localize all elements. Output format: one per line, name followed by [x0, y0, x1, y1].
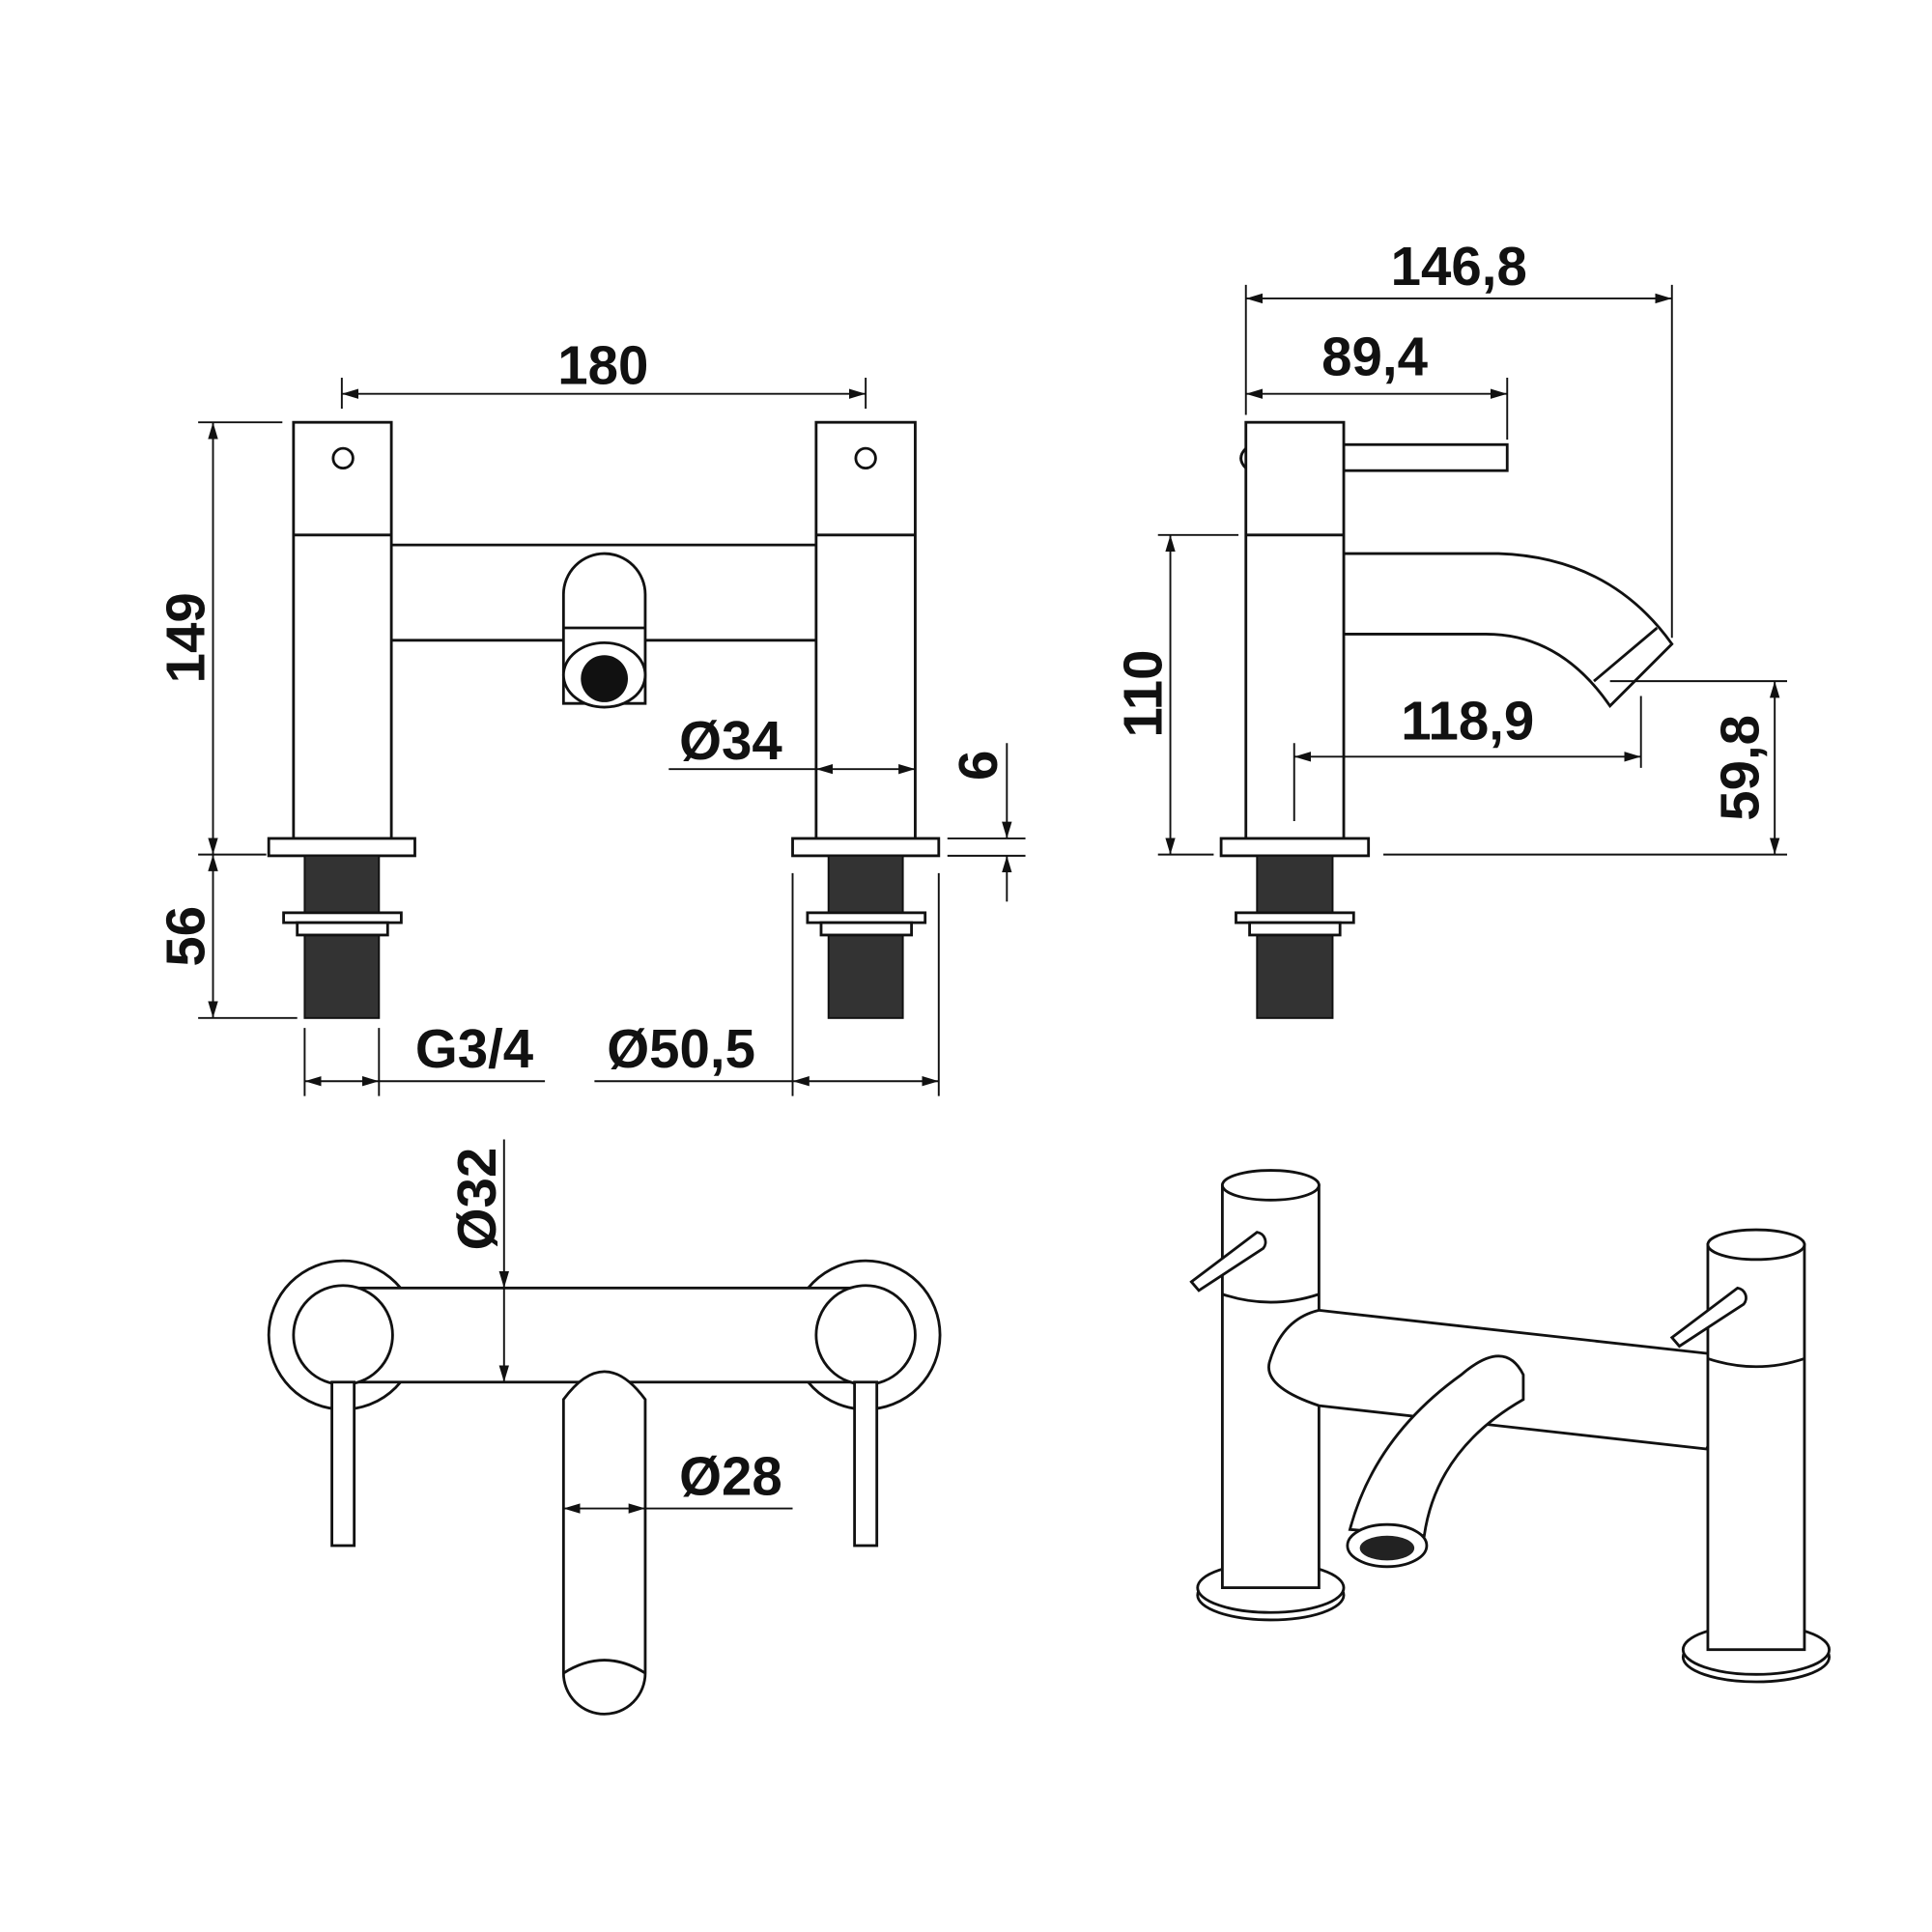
spout-top [561, 1370, 647, 1716]
dimension-spout-diameter: Ø28 [563, 1445, 793, 1514]
dimension-total-depth: 146,8 [1244, 236, 1673, 639]
dim-label: 56 [156, 906, 216, 967]
perspective-view [1189, 1169, 1831, 1684]
dim-label: G3/4 [415, 1018, 534, 1079]
dim-label: Ø32 [446, 1148, 507, 1251]
lever-top [853, 1380, 879, 1548]
handle-hole-icon [331, 446, 355, 470]
dimension-width: 180 [340, 334, 867, 410]
right-pillar [814, 420, 917, 840]
handle-lever-side [1342, 442, 1509, 472]
lever-top [330, 1380, 356, 1548]
top-view: Ø32 Ø28 [267, 1139, 942, 1716]
dimension-thread: G3/4 [303, 1018, 546, 1096]
dim-label: Ø34 [679, 710, 782, 771]
spout-front [561, 552, 647, 709]
right-base-and-thread [791, 837, 941, 1019]
dim-label: 89,4 [1321, 326, 1428, 386]
dimension-height: 149 56 [156, 421, 298, 1019]
dim-label: Ø28 [679, 1445, 782, 1506]
dimension-spout-height: 110 [1113, 533, 1239, 856]
dim-label: 59,8 [1710, 715, 1771, 821]
dimension-handle-depth: 89,4 [1245, 326, 1509, 440]
dim-label: 6 [948, 751, 1009, 781]
dimension-spout-reach: 118,9 [1293, 690, 1642, 822]
aerator-icon [581, 655, 628, 702]
dim-label: 149 [156, 592, 216, 683]
dim-label: 118,9 [1401, 690, 1534, 751]
spout-perspective [1348, 1354, 1525, 1538]
dimension-bridge-diameter: Ø32 [446, 1139, 509, 1382]
bridge-top [341, 1286, 867, 1384]
dim-label: 180 [557, 334, 648, 395]
dim-label: Ø50,5 [607, 1018, 755, 1079]
left-base-and-thread [267, 837, 416, 1019]
dim-label: 110 [1113, 649, 1174, 737]
handle-hole-icon [854, 446, 877, 470]
spout-side [1342, 552, 1674, 708]
dimension-base-thickness: 6 [947, 743, 1026, 902]
dim-label: 146,8 [1391, 236, 1527, 297]
front-view: 180 149 56 G3/4 Ø50,5 Ø34 6 [156, 334, 1026, 1096]
side-view: 146,8 89,4 110 118,9 59,8 [1113, 236, 1788, 1019]
left-pillar [292, 420, 393, 840]
dimension-outlet-height: 59,8 [1383, 680, 1788, 856]
dimension-base-diameter: Ø50,5 [594, 872, 940, 1096]
dimension-body-diameter: Ø34 [668, 710, 916, 775]
